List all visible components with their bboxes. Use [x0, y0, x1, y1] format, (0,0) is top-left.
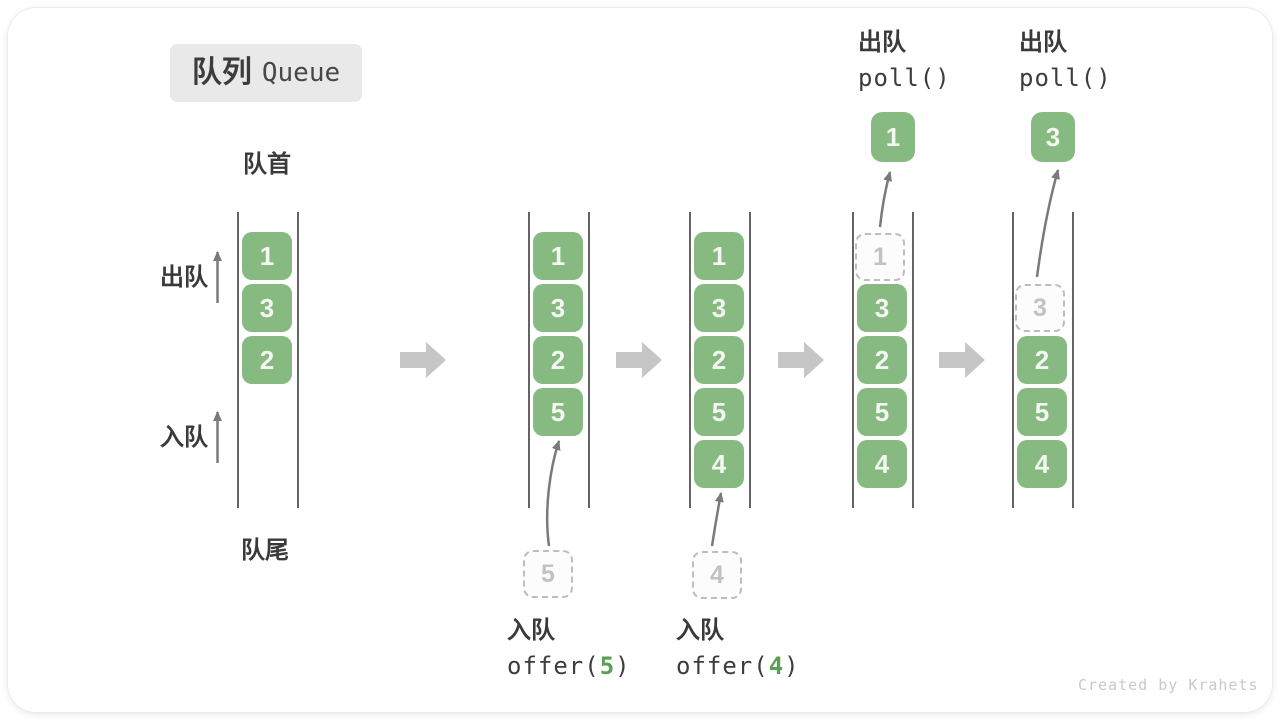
queue-item: 5 [857, 388, 907, 436]
polled-item: 1 [871, 112, 915, 162]
pending-item: 5 [523, 550, 573, 598]
dequeue-side-label: 出队 [160, 264, 208, 291]
queue-item: 2 [242, 336, 292, 384]
queue-item: 5 [1017, 388, 1067, 436]
queue-item: 3 [694, 284, 744, 332]
dequeue-op-2: 出队 poll() [1019, 29, 1112, 92]
enqueue-side-label: 入队 [160, 424, 208, 451]
queue-wall [297, 212, 299, 508]
queue-item: 5 [533, 388, 583, 436]
queue-item: 4 [857, 440, 907, 488]
dequeue-op-label: 出队 [858, 29, 906, 56]
queue-wall [1012, 212, 1014, 508]
queue-wall [1072, 212, 1074, 508]
enqueue-op-code: offer(5) [507, 654, 631, 678]
queue-item: 3 [857, 284, 907, 332]
polled-item: 3 [1031, 112, 1075, 162]
queue-item: 4 [1017, 440, 1067, 488]
queue-item: 3 [533, 284, 583, 332]
queue-wall [528, 212, 530, 508]
dequeue-op-label: 出队 [1019, 29, 1067, 56]
queue-item: 1 [533, 232, 583, 280]
queue-item: 2 [533, 336, 583, 384]
code-arg: 4 [768, 652, 785, 680]
removed-item-placeholder: 1 [855, 233, 905, 281]
diagram-title: 队列 Queue [170, 44, 362, 102]
queue-item: 2 [857, 336, 907, 384]
code-close: ) [784, 652, 800, 680]
queue-item: 1 [242, 232, 292, 280]
queue-rear-label: 队尾 [241, 537, 289, 564]
queue-item: 1 [694, 232, 744, 280]
enqueue-op-2: 入队 offer(4) [676, 617, 800, 679]
queue-wall [852, 212, 854, 508]
removed-item-placeholder: 3 [1015, 284, 1065, 332]
queue-item: 5 [694, 388, 744, 436]
title-zh: 队列 [191, 56, 252, 89]
queue-wall [237, 212, 239, 508]
queue-wall [588, 212, 590, 508]
pending-item: 4 [692, 551, 742, 599]
code-arg: 5 [599, 652, 616, 680]
watermark: Created by Krahets [1078, 676, 1259, 694]
enqueue-op-1: 入队 offer(5) [507, 617, 631, 679]
queue-wall [689, 212, 691, 508]
queue-item: 2 [1017, 336, 1067, 384]
dequeue-op-1: 出队 poll() [858, 29, 951, 92]
queue-wall [749, 212, 751, 508]
queue-item: 4 [694, 440, 744, 488]
diagram-card [8, 8, 1272, 712]
enqueue-op-label: 入队 [676, 617, 724, 644]
queue-item: 2 [694, 336, 744, 384]
dequeue-op-code: poll() [1019, 64, 1112, 92]
queue-wall [912, 212, 914, 508]
enqueue-op-code: offer(4) [676, 654, 800, 678]
code-fn: offer( [507, 652, 600, 680]
queue-item: 3 [242, 284, 292, 332]
enqueue-op-label: 入队 [507, 617, 555, 644]
code-close: ) [615, 652, 631, 680]
code-fn: offer( [676, 652, 769, 680]
title-en: Queue [261, 58, 341, 88]
dequeue-op-code: poll() [858, 64, 951, 92]
queue-front-label: 队首 [243, 151, 291, 178]
